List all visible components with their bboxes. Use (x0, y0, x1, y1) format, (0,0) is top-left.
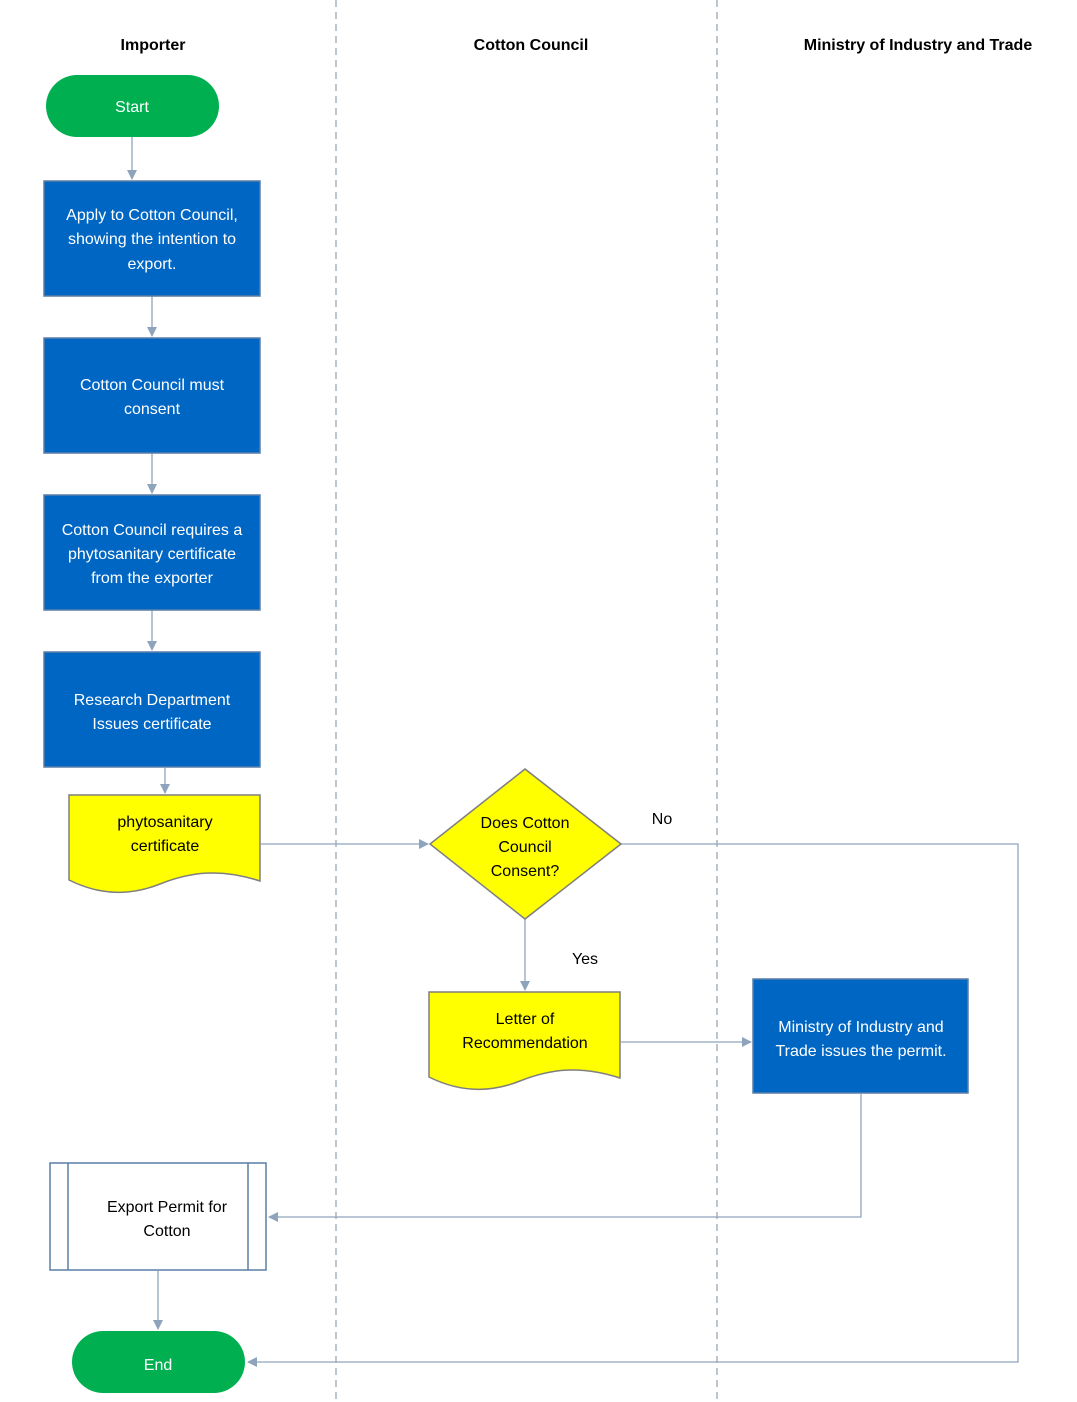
edge-label-no: No (652, 811, 673, 828)
process-research: Research Department Issues certificate (43, 651, 261, 768)
export-permit-line-1: Export Permit for (107, 1199, 228, 1216)
export-permit-line-2: Cotton (143, 1223, 190, 1240)
start-terminal: Start (46, 75, 219, 137)
end-terminal: End (72, 1331, 245, 1393)
predefined-process-export-permit: Export Permit for Cotton (49, 1162, 267, 1271)
document-letter-line-2: Recommendation (462, 1035, 587, 1052)
connectors (127, 137, 1019, 1367)
end-label: End (144, 1357, 172, 1374)
document-phyto-line-1: phytosanitary (117, 814, 212, 831)
process-requires-line-3: from the exporter (91, 570, 214, 587)
document-phyto-line-2: certificate (131, 838, 200, 855)
process-apply-line-2: showing the intention to (68, 231, 236, 248)
process-consent: Cotton Council must consent (43, 337, 261, 454)
lane-title-ministry: Ministry of Industry and Trade (804, 37, 1033, 54)
document-phytosanitary-certificate: phytosanitary certificate (68, 794, 261, 894)
edge-ministry-to-permit (268, 1094, 862, 1222)
start-label: Start (115, 99, 149, 116)
process-research-line-2: Issues certificate (92, 716, 211, 733)
document-letter-of-recommendation: Letter of Recommendation (428, 991, 621, 1091)
process-ministry-line-2: Trade issues the permit. (775, 1043, 946, 1060)
process-ministry-issues-permit: Ministry of Industry and Trade issues th… (752, 978, 969, 1094)
process-requires-line-1: Cotton Council requires a (62, 522, 243, 539)
process-apply-line-1: Apply to Cotton Council, (66, 207, 238, 224)
decision-line-2: Council (498, 839, 551, 856)
process-research-line-1: Research Department (74, 692, 231, 709)
process-apply: Apply to Cotton Council, showing the int… (43, 180, 261, 297)
decision-line-3: Consent? (491, 863, 560, 880)
process-requires: Cotton Council requires a phytosanitary … (43, 494, 261, 611)
decision-line-1: Does Cotton (481, 815, 570, 832)
document-letter-line-1: Letter of (496, 1011, 555, 1028)
lane-title-importer: Importer (121, 37, 186, 54)
process-ministry-line-1: Ministry of Industry and (778, 1019, 943, 1036)
edge-label-yes: Yes (572, 951, 598, 968)
process-consent-line-1: Cotton Council must (80, 377, 225, 394)
process-requires-line-2: phytosanitary certificate (68, 546, 236, 563)
edge-decision-no-to-end (247, 843, 1019, 1367)
process-apply-line-3: export. (128, 256, 177, 273)
lane-title-cotton-council: Cotton Council (474, 37, 589, 54)
process-consent-line-2: consent (124, 401, 181, 418)
decision-cotton-council-consent: Does Cotton Council Consent? (428, 768, 623, 920)
